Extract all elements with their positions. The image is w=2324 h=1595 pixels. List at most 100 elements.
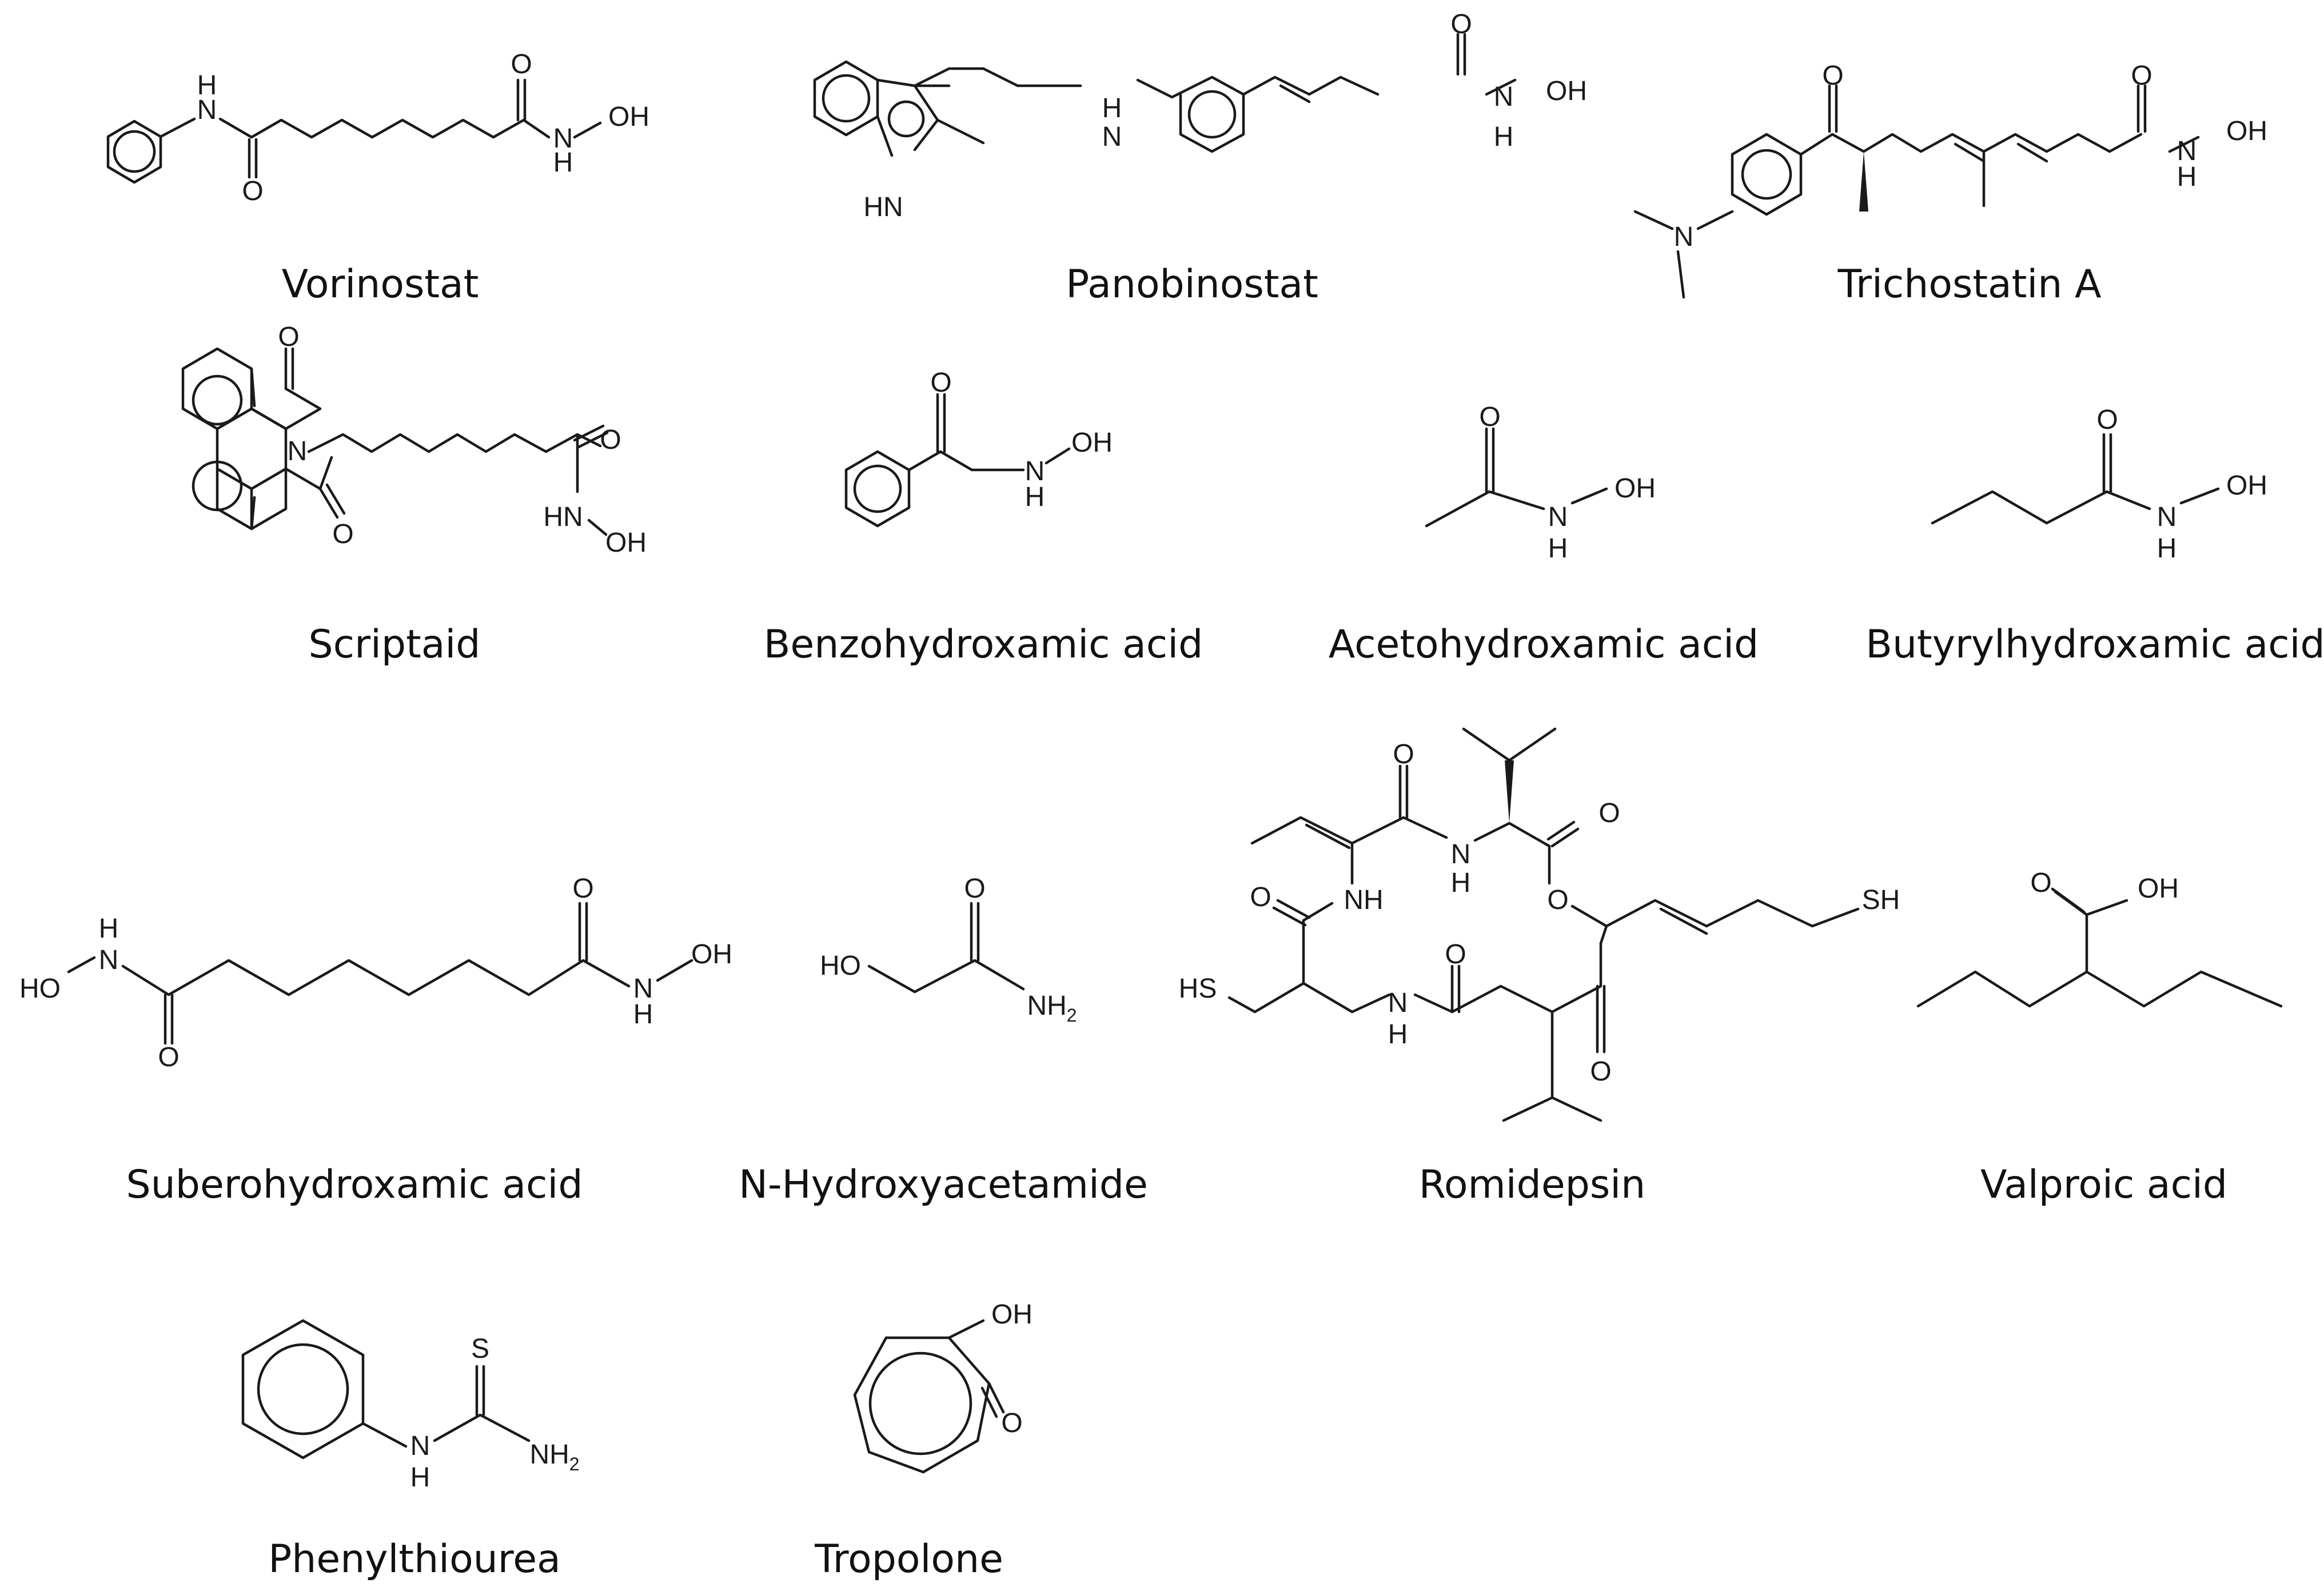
- atom-label: N: [1025, 456, 1045, 487]
- bond-line: [248, 138, 258, 179]
- bond-line: [1502, 1096, 1603, 1122]
- atom-label: H: [2157, 533, 2177, 564]
- bond-line: [159, 117, 551, 139]
- atom-label: OH: [605, 528, 647, 558]
- atom-label: O: [1445, 939, 1466, 970]
- tropolone-structure: OH O: [853, 1299, 1033, 1474]
- bond-line: [867, 959, 1025, 994]
- bond-line: [887, 100, 925, 138]
- atom-label: H: [410, 1462, 430, 1493]
- bond-line: [67, 956, 631, 996]
- bond-line: [1242, 75, 1380, 103]
- atom-label: N: [99, 945, 119, 975]
- bond-line: [587, 519, 608, 536]
- panobinostat-structure: HN N H O N H OH: [813, 9, 1587, 222]
- bond-line: [936, 118, 985, 145]
- compound-name: Scriptaid: [309, 622, 481, 667]
- bond-line: [1462, 727, 1557, 762]
- atom-label: OH: [2226, 116, 2267, 146]
- atom-label: H: [2177, 162, 2197, 192]
- atom-label: O: [2030, 868, 2051, 898]
- atom-label: O: [1393, 739, 1414, 769]
- romidepsin-structure: O N H O O SH NH O HS N H O O: [1179, 727, 1900, 1122]
- bond-line: [307, 433, 602, 453]
- bond-line: [1413, 964, 1461, 1014]
- atom-label: O: [964, 874, 985, 904]
- atom-label: O: [1250, 882, 1271, 912]
- atom-label: O: [332, 519, 353, 549]
- compound-name: Benzohydroxamic acid: [764, 622, 1203, 667]
- n-hydroxyacetamide-structure: HO O NH2: [820, 874, 1077, 1026]
- bond-line: [1473, 822, 1551, 848]
- bond-line: [1741, 149, 1792, 200]
- bond-line: [1916, 970, 2283, 1008]
- bond-line: [181, 347, 253, 430]
- acetohydroxamic-acid-structure: O N H OH: [1425, 402, 1656, 564]
- bond-line: [656, 959, 693, 982]
- atom-label: SH: [1862, 885, 1900, 915]
- bond-line: [1799, 133, 2143, 156]
- suberohydroxamic-acid-structure: HO N H O O N H OH: [19, 874, 732, 1072]
- compound-name: Butyrylhydroxamic acid: [1865, 622, 2324, 667]
- bond-line: [2136, 84, 2147, 133]
- vorinostat-structure: N H O O N H OH: [106, 49, 649, 206]
- atom-label: H: [1494, 122, 1514, 152]
- atom-label: OH: [1071, 428, 1113, 458]
- bond-line: [241, 1319, 365, 1460]
- atom-label: OH: [2138, 874, 2179, 904]
- bond-line: [1398, 764, 1409, 819]
- bond-line: [1570, 487, 1608, 505]
- atom-label: H: [99, 914, 119, 944]
- bond-line: [970, 902, 980, 962]
- compound-name: Trichostatin A: [1837, 262, 2101, 307]
- bond-line: [1828, 84, 1838, 133]
- scriptaid-structure: N O O O HN OH: [181, 322, 647, 558]
- atom-label: NH2: [529, 1440, 579, 1474]
- atom-label: O: [1822, 61, 1843, 91]
- atom-label: H: [1451, 868, 1471, 898]
- atom-label: NH: [1344, 885, 1383, 915]
- bond-line: [573, 121, 602, 139]
- bond-line: [361, 1413, 531, 1448]
- butyrylhydroxamic-acid-structure: O N H OH: [1931, 405, 2267, 564]
- bond-line: [250, 367, 256, 531]
- atom-label: O: [242, 176, 263, 206]
- bond-line: [1450, 942, 1603, 1099]
- bond-line: [2179, 487, 2220, 505]
- compound-name: Acetohydroxamic acid: [1329, 622, 1759, 667]
- bond-line: [947, 1319, 1005, 1418]
- atom-label: N: [1674, 222, 1694, 252]
- bond-line: [2168, 135, 2200, 153]
- atom-label: H: [1388, 1019, 1408, 1050]
- atom-label: N: [2157, 502, 2177, 532]
- bond-line: [1272, 899, 1311, 927]
- benzohydroxamic-acid-structure: O N H OH: [844, 368, 1113, 528]
- bond-line: [516, 78, 527, 122]
- atom-label: O: [930, 368, 951, 398]
- valproic-acid-structure: O OH: [1916, 868, 2283, 1008]
- bond-line: [1425, 490, 1545, 528]
- atom-label: N: [1548, 502, 1568, 532]
- atom-label: O: [158, 1042, 179, 1072]
- bond-line: [822, 74, 871, 123]
- bond-line: [113, 130, 156, 173]
- atom-label: HN: [863, 192, 903, 222]
- atom-label: N: [1388, 988, 1408, 1018]
- atom-label: O: [572, 874, 593, 904]
- atom-label: HS: [1179, 974, 1217, 1004]
- phenylthiourea-structure: S N H NH2: [241, 1319, 580, 1493]
- bond-line: [164, 993, 174, 1045]
- atom-label: O: [278, 322, 299, 352]
- compound-name: Vorinostat: [282, 262, 479, 307]
- bond-line: [853, 464, 902, 513]
- bond-line: [1931, 490, 2151, 525]
- bond-line: [1505, 760, 1514, 823]
- atom-label: O: [1599, 798, 1620, 828]
- bond-line: [257, 1343, 349, 1436]
- bond-line: [1227, 982, 1305, 1014]
- bond-line: [1485, 427, 1495, 493]
- bond-line: [1546, 820, 1580, 848]
- bond-line: [1136, 75, 1245, 153]
- bond-line: [1250, 816, 1448, 845]
